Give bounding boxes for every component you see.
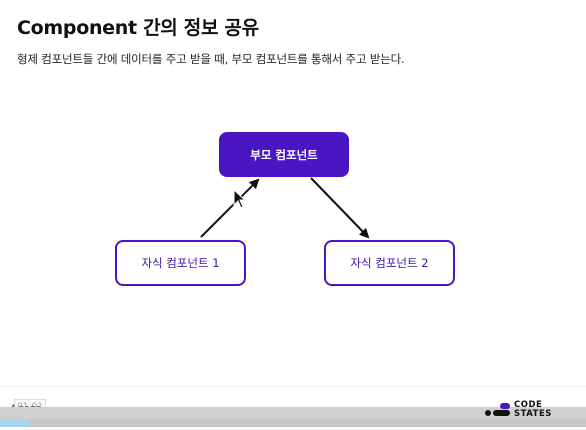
progress-bar[interactable] (0, 419, 586, 427)
page-title: Component 간의 정보 공유 (17, 17, 259, 39)
child-component-1-box: 자식 컴포넌트 1 (115, 240, 246, 286)
brand-line1: CODE (514, 400, 543, 410)
code-states-logo-icon (485, 403, 510, 416)
logo-accent-shape (500, 403, 510, 409)
child-component-2-label: 자식 컴포넌트 2 (350, 256, 429, 270)
parent-component-box: 부모 컴포넌트 (219, 132, 349, 177)
brand-logo-text: CODE STATES (514, 401, 552, 419)
arrow-parent-to-child2 (310, 177, 370, 239)
arrow-child1-to-parent (200, 178, 260, 238)
footer-divider (0, 386, 586, 387)
mouse-cursor-icon (233, 188, 247, 209)
slide-subtitle: 형제 컴포넌트들 간에 데이터를 주고 받을 때, 부모 컴포넌트를 통해서 주… (17, 52, 405, 66)
parent-component-label: 부모 컴포넌트 (250, 147, 318, 162)
brand-line2: STATES (514, 409, 552, 419)
progress-played (0, 419, 30, 427)
progress-track[interactable] (0, 407, 586, 419)
child-component-1-label: 자식 컴포넌트 1 (141, 256, 220, 270)
child-component-2-box: 자식 컴포넌트 2 (324, 240, 455, 286)
